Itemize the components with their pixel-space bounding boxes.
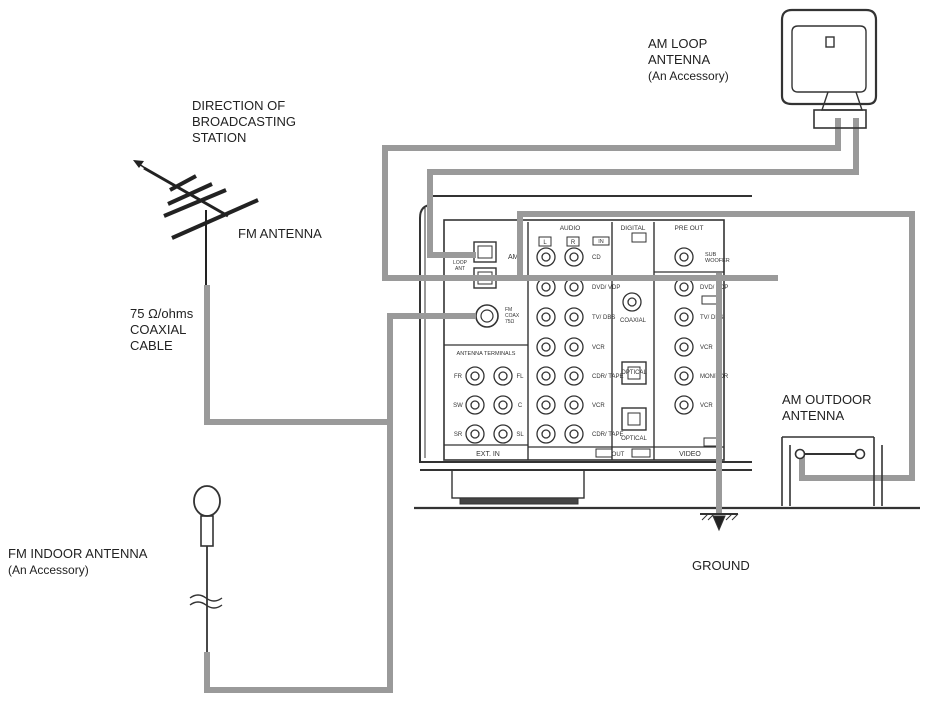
audio-row-label: CDR/ TAPE xyxy=(592,432,623,438)
am-loop-label-line3: (An Accessory) xyxy=(648,69,729,83)
am-outdoor-antenna-icon xyxy=(781,436,883,506)
audio-row-label: CD xyxy=(592,255,601,261)
panel-digital-label: DIGITAL xyxy=(621,225,646,232)
ext-right-label: C xyxy=(518,403,523,409)
audio-row-label: VCR xyxy=(592,403,605,409)
video-row-label: MONITOR xyxy=(700,374,729,380)
audio-row-label: TV/ DBS xyxy=(592,315,615,321)
panel-preout-label: PRE OUT xyxy=(675,225,704,232)
audio-row-label: DVD/ VDP xyxy=(592,285,620,291)
panel-optical-label-2: OPTICAL xyxy=(621,436,647,442)
panel-l-label: L xyxy=(543,240,547,246)
panel-woofer-label: WOOFER xyxy=(705,258,730,264)
panel-sub-label: SUB xyxy=(705,252,717,258)
panel-video-label: VIDEO xyxy=(679,451,701,458)
fm-antenna-label: FM ANTENNA xyxy=(238,226,322,241)
am-outdoor-label-line2: ANTENNA xyxy=(782,408,844,423)
video-row-label: DVD/ VDP xyxy=(700,285,728,291)
am-loop-label-line2: ANTENNA xyxy=(648,52,710,67)
coax-label-line3: CABLE xyxy=(130,338,173,353)
panel-ant-label: ANT xyxy=(455,266,465,272)
panel-coaxial-label: COAXIAL xyxy=(620,318,647,324)
panel-loop-label: LOOP xyxy=(453,260,468,266)
panel-am-label: AM xyxy=(508,254,519,261)
panel-text: AUDIO DIGITAL PRE OUT L R IN AM LOOP ANT… xyxy=(453,225,730,458)
audio-row-label: VCR xyxy=(592,345,605,351)
coax-label-line1: 75 Ω/ohms xyxy=(130,306,194,321)
panel-out-label: OUT xyxy=(612,452,625,458)
panel-jacks xyxy=(465,232,721,458)
fm-indoor-label-line1: FM INDOOR ANTENNA xyxy=(8,546,148,561)
fm-indoor-cable xyxy=(204,422,393,693)
ext-right-label: SL xyxy=(516,432,524,438)
am-outdoor-label-line1: AM OUTDOOR xyxy=(782,392,872,407)
panel-75-label: 75Ω xyxy=(505,319,515,325)
ext-right-label: FL xyxy=(516,374,524,380)
panel-antenna-terminals-label: ANTENNA TERMINALS xyxy=(457,351,516,357)
panel-ext-in-label: EXT. IN xyxy=(476,451,500,458)
panel-coax-label: COAX xyxy=(505,313,520,319)
fm-antenna-icon xyxy=(133,160,259,285)
fm-indoor-antenna-icon xyxy=(189,485,223,652)
cables xyxy=(204,118,915,693)
am-outdoor-cable xyxy=(517,211,915,481)
ext-row-label: FR xyxy=(454,374,463,380)
panel-fm-label: FM xyxy=(505,307,512,313)
diagram-labels: AM LOOP ANTENNA (An Accessory) DIRECTION… xyxy=(8,36,872,577)
ground-icon xyxy=(700,513,739,532)
ext-row-label: SR xyxy=(454,432,463,438)
panel-audio-label: AUDIO xyxy=(560,225,581,232)
direction-label-line2: BROADCASTING xyxy=(192,114,296,129)
direction-label-line1: DIRECTION OF xyxy=(192,98,285,113)
am-loop-label-line1: AM LOOP xyxy=(648,36,707,51)
fm-antenna-cable xyxy=(204,285,476,425)
fm-indoor-label-line2: (An Accessory) xyxy=(8,563,89,577)
am-loop-antenna-icon xyxy=(780,8,878,129)
video-row-label: VCR xyxy=(700,345,713,351)
video-row-label: TV/ DBS xyxy=(700,315,723,321)
ground-label: GROUND xyxy=(692,558,750,573)
ext-row-label: SW xyxy=(453,403,463,409)
coax-label-line2: COAXIAL xyxy=(130,322,186,337)
panel-optical-label-1: OPTICAL xyxy=(621,370,647,376)
am-loop-cable-inner xyxy=(427,118,859,258)
panel-r-label: R xyxy=(571,240,576,246)
video-row-label: VCR xyxy=(700,403,713,409)
direction-label-line3: STATION xyxy=(192,130,246,145)
audio-row-label: CDR/ TAPE xyxy=(592,374,623,380)
am-loop-cable-outer xyxy=(382,118,841,281)
panel-in-label: IN xyxy=(598,239,604,245)
